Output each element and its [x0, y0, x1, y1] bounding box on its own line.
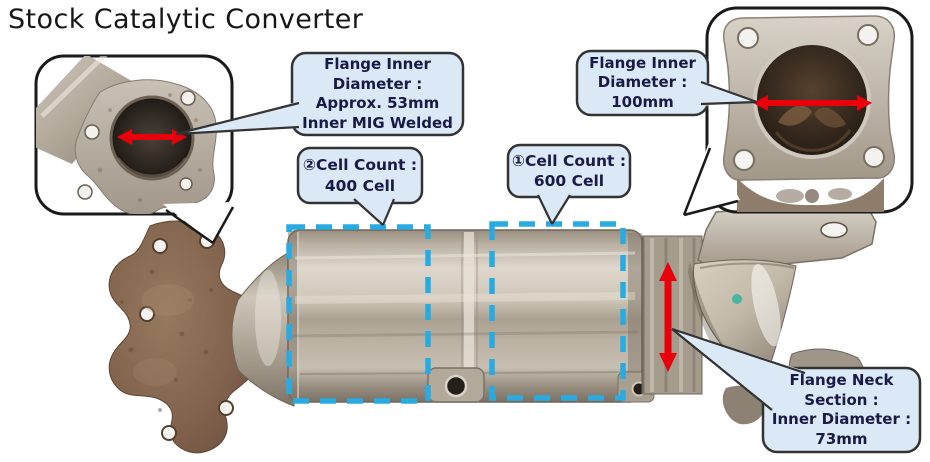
rust-speckles: [120, 269, 213, 412]
callout-bubbles: [175, 49, 922, 454]
callout-line: 100mm: [611, 92, 674, 111]
callout-line: Inner Diameter :: [771, 410, 912, 428]
inlet-flange-bolt-holes: [139, 233, 234, 441]
inset-outlet-flange: [682, 6, 914, 217]
flange-neck-measure-arrow: [659, 262, 677, 372]
outlet-flange-slot: [820, 221, 848, 239]
callout-line: Flange Inner: [324, 55, 431, 73]
page-title: Stock Catalytic Converter: [8, 4, 364, 35]
callout-line: Approx. 53mm: [315, 94, 440, 112]
callout-flange-neck-box: [761, 366, 922, 454]
cell-area-400-outline: [286, 224, 431, 404]
callout-cell-count-600: ①Cell Count : 600 Cell: [508, 145, 630, 197]
callout-line: 73mm: [815, 429, 868, 448]
outlet-flange-plate: [697, 205, 877, 269]
callout-line: 400 Cell: [324, 176, 396, 195]
callout-line: ①Cell Count :: [511, 151, 627, 170]
cell-area-600-outline: [489, 221, 626, 401]
cell-area-highlights: [286, 221, 626, 404]
callout-line: Section :: [804, 390, 879, 409]
inset1-pipe: [36, 56, 140, 164]
callout-line: Inner MIG Welded: [302, 113, 453, 132]
callout-cell-count-400: ②Cell Count : 400 Cell: [298, 148, 422, 203]
callout-line: 600 Cell: [533, 172, 605, 190]
sensor-boss-hole: [444, 374, 468, 398]
callout-flange-inner-right: Flange Inner Diameter : 100mm: [577, 51, 708, 115]
callout-line: Flange Inner: [589, 53, 696, 72]
callout-line: ②Cell Count :: [302, 156, 418, 175]
callout-line: Diameter :: [332, 74, 423, 93]
teal-paint-dot: [732, 294, 742, 304]
callout-line: Flange Neck: [789, 371, 894, 389]
inset1-bolt-holes: [77, 90, 196, 200]
inset2-bolt-holes: [733, 24, 885, 171]
callout-flange-inner-left-box: [290, 51, 465, 137]
inset2-diameter-arrow: [753, 95, 872, 111]
callout-flange-inner-right-box: [575, 49, 710, 117]
callout-flange-neck: Flange Neck Section : Inner Diameter : 7…: [763, 368, 920, 452]
callout-line: Diameter :: [597, 73, 688, 92]
inlet-flange-plate: [108, 220, 253, 454]
inset2-lower-metal: [737, 178, 884, 212]
inset-inlet-flange: [34, 54, 235, 245]
main-converter-photo: [108, 205, 877, 454]
body-weld-seam: [464, 232, 474, 401]
callout-flange-inner-left: Flange Inner Diameter : Approx. 53mm Inn…: [292, 53, 463, 135]
inlet-cone: [231, 249, 295, 407]
